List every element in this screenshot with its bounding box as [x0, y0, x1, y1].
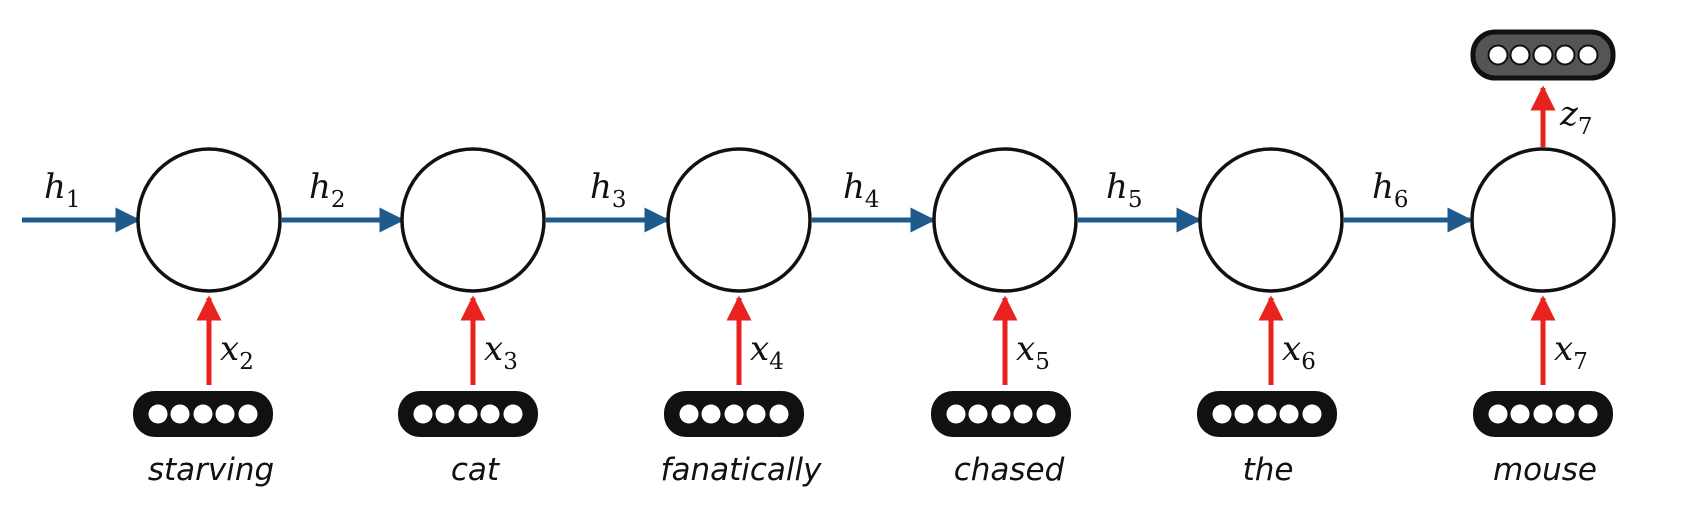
- input-label: x6: [1282, 329, 1316, 375]
- input-vector: [664, 391, 804, 437]
- input-vector: [398, 391, 538, 437]
- vector-dot: [413, 404, 433, 424]
- hidden-label: h6: [1372, 167, 1409, 213]
- vector-dot: [193, 404, 213, 424]
- output-vector: [1470, 29, 1616, 81]
- hidden-label-initial: h1: [44, 167, 81, 213]
- word-label: mouse: [1493, 452, 1597, 488]
- vector-dot: [1532, 44, 1554, 66]
- input-label: x4: [750, 329, 784, 375]
- input-vector: [133, 391, 273, 437]
- vector-dot: [238, 404, 258, 424]
- hidden-label-sub: 1: [66, 187, 81, 213]
- vector-dot: [1013, 404, 1033, 424]
- vector-dot: [458, 404, 478, 424]
- input-vector: [1473, 391, 1613, 437]
- vector-dot: [701, 404, 721, 424]
- hidden-label: h3: [590, 167, 627, 213]
- vector-dot: [1257, 404, 1277, 424]
- word-label: cat: [451, 452, 501, 488]
- vector-dot: [1488, 404, 1508, 424]
- vector-dot: [1554, 44, 1576, 66]
- rnn-cell-node: [400, 147, 546, 293]
- vector-dot: [746, 404, 766, 424]
- vector-dot: [1234, 404, 1254, 424]
- vector-dot: [1577, 44, 1599, 66]
- rnn-cell-node: [1198, 147, 1344, 293]
- time-step: x5 chased h5: [931, 147, 1202, 488]
- word-label: the: [1243, 452, 1294, 488]
- output-label: z7: [1559, 94, 1593, 140]
- vector-dot: [480, 404, 500, 424]
- word-label: fanatically: [661, 452, 823, 488]
- time-step: x6 the h6: [1197, 147, 1473, 488]
- vector-dot: [724, 404, 744, 424]
- input-vector: [931, 391, 1071, 437]
- rnn-cell-node: [932, 147, 1078, 293]
- vector-dot: [1212, 404, 1232, 424]
- vector-dot: [1533, 404, 1553, 424]
- input-label: x2: [220, 329, 254, 375]
- hidden-label: h4: [843, 167, 880, 213]
- vector-dot: [503, 404, 523, 424]
- vector-dot: [170, 404, 190, 424]
- hidden-label: h2: [309, 167, 346, 213]
- rnn-cell-node: [136, 147, 282, 293]
- time-step: x7 mouse: [1470, 147, 1616, 488]
- vector-dot: [1555, 404, 1575, 424]
- vector-dot: [1279, 404, 1299, 424]
- time-step: x3 cat h3: [398, 147, 670, 488]
- vector-dot: [1036, 404, 1056, 424]
- input-label: x5: [1016, 329, 1050, 375]
- vector-dot: [946, 404, 966, 424]
- rnn-cell-node: [666, 147, 812, 293]
- input-label: x7: [1554, 329, 1588, 375]
- vector-dot: [148, 404, 168, 424]
- vector-dot: [215, 404, 235, 424]
- vector-dot: [769, 404, 789, 424]
- hidden-label: h5: [1106, 167, 1143, 213]
- time-step: x4 fanatically h4: [661, 147, 936, 488]
- vector-dot: [1510, 404, 1530, 424]
- vector-dot: [679, 404, 699, 424]
- vector-dot: [968, 404, 988, 424]
- vector-dot: [1578, 404, 1598, 424]
- vector-dot: [1487, 44, 1509, 66]
- vector-dot: [1509, 44, 1531, 66]
- input-label: x3: [484, 329, 518, 375]
- input-vector: [1197, 391, 1337, 437]
- rnn-cell-node: [1470, 147, 1616, 293]
- word-label: chased: [954, 452, 1065, 488]
- word-label: starving: [148, 452, 274, 488]
- vector-dot: [1302, 404, 1322, 424]
- hidden-label-base: h: [44, 167, 66, 207]
- time-step: x2 starving h2: [133, 147, 405, 488]
- vector-dot: [991, 404, 1011, 424]
- vector-dot: [435, 404, 455, 424]
